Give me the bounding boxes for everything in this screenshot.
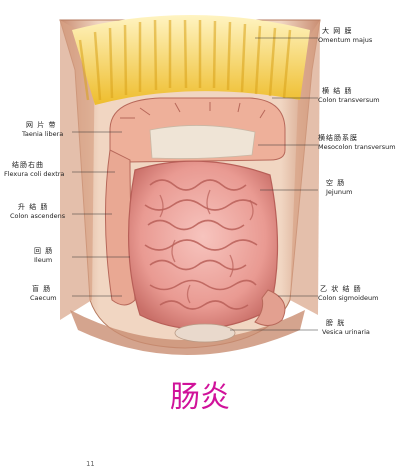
label-omentum-cn: 大 网 膜 xyxy=(322,27,353,35)
leader-lines xyxy=(72,37,318,331)
label-mesocolon-latin: Mesocolon transversum xyxy=(318,143,396,151)
page-number: 11 xyxy=(86,460,95,468)
label-transverse-colon-latin: Colon transversum xyxy=(318,96,380,104)
label-transverse-colon-cn: 横 结 肠 xyxy=(322,87,353,95)
greater-omentum xyxy=(72,15,310,105)
label-mesocolon-cn: 横结肠系膜 xyxy=(318,134,358,142)
label-caecum-cn: 盲 肠 xyxy=(32,285,52,293)
label-bladder-cn: 膀 胱 xyxy=(326,319,346,327)
caption-title: 肠炎 xyxy=(170,380,230,415)
label-sigmoid-colon-cn: 乙 状 结 肠 xyxy=(320,285,362,293)
label-ascending-colon-latin: Colon ascendens xyxy=(10,212,66,220)
small-intestine xyxy=(128,160,279,330)
label-taenia-latin: Taenia libera xyxy=(22,130,64,138)
label-bladder-latin: Vesica urinaria xyxy=(322,328,370,336)
label-sigmoid-colon-latin: Colon sigmoideum xyxy=(318,294,379,302)
label-right-flexure-latin: Flexura coli dextra xyxy=(4,170,65,178)
urinary-bladder xyxy=(174,323,236,343)
label-omentum-latin: Omentum majus xyxy=(318,36,373,44)
transverse-colon xyxy=(109,97,286,163)
label-right-flexure-cn: 结肠右曲 xyxy=(12,161,44,169)
label-jejunum-cn: 空 肠 xyxy=(326,179,346,187)
label-jejunum-latin: Jejunum xyxy=(326,188,353,196)
label-taenia-cn: 网 片 带 xyxy=(26,121,57,129)
label-ileum-cn: 回 肠 xyxy=(34,247,54,255)
sigmoid-colon xyxy=(254,289,286,326)
label-caecum-latin: Caecum xyxy=(30,294,57,302)
label-ascending-colon-cn: 升 结 肠 xyxy=(18,203,49,211)
label-ileum-latin: Ileum xyxy=(34,256,53,264)
